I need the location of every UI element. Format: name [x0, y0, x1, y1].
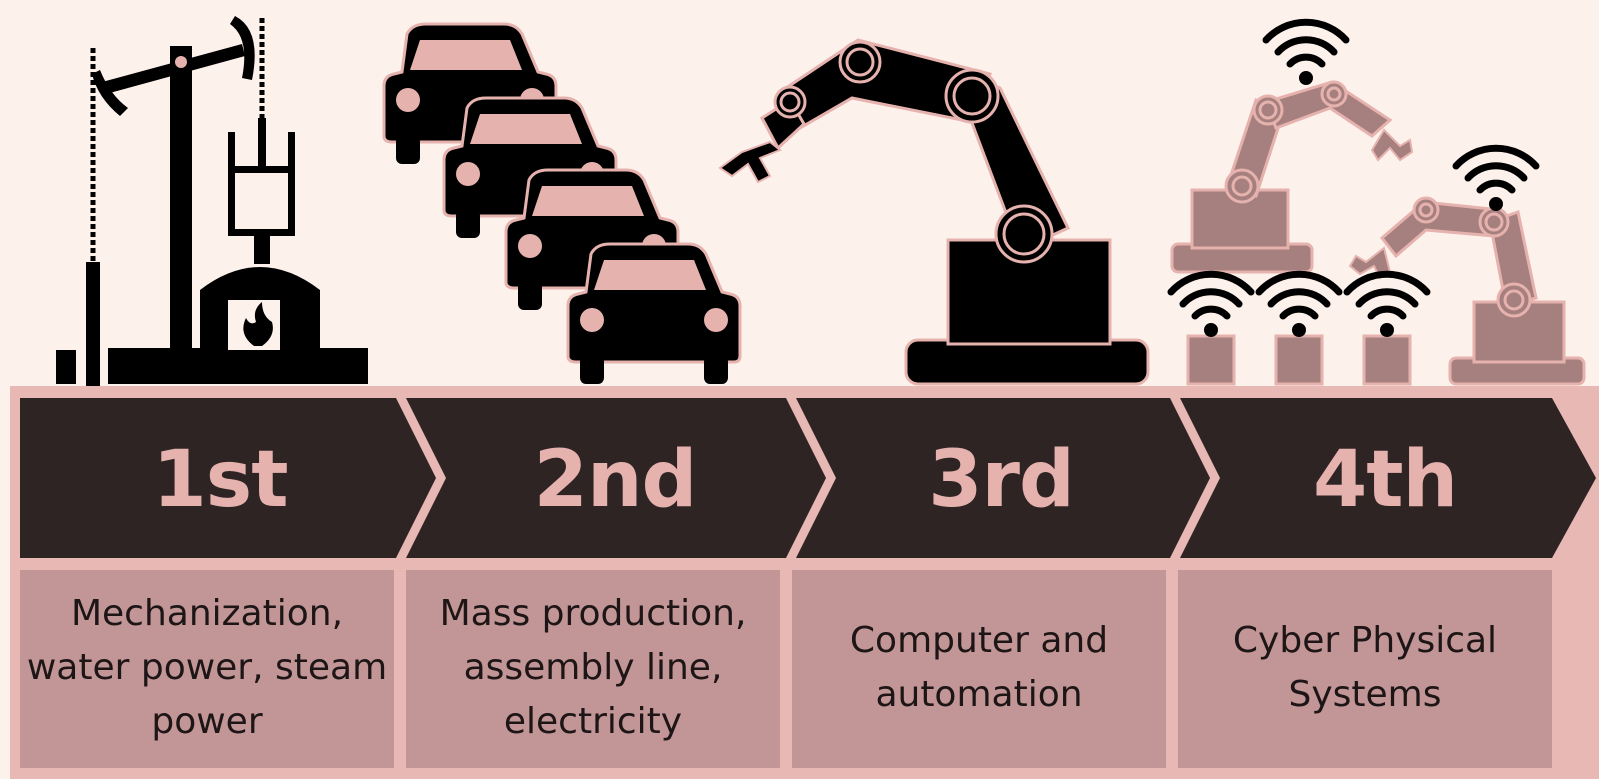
wifi-icon: [1255, 270, 1343, 337]
chevron-arrow-4: [1180, 398, 1596, 558]
connected-robots-wifi-icon: [1170, 80, 1586, 386]
robot-arm-icon: [718, 38, 1150, 386]
wifi-icon: [1343, 270, 1431, 337]
stage-label: 4th: [1312, 435, 1458, 525]
stage-label: 3rd: [928, 435, 1075, 525]
stage-description: Computer and automation: [849, 620, 1109, 715]
wifi-icon: [1262, 18, 1350, 85]
description-box-3: [792, 570, 1166, 768]
description-box-4: [1178, 570, 1552, 768]
oil-pump-steam-engine-icon: [56, 16, 368, 390]
chevron-arrow-1: [20, 398, 436, 558]
stage-description: Cyber Physical Systems: [1232, 620, 1498, 715]
chevron-arrow-2: [406, 398, 826, 558]
stage-label: 1st: [152, 435, 289, 525]
wifi-icon: [1452, 144, 1540, 211]
chevron-arrow-3: [796, 398, 1210, 558]
description-box-2: [406, 570, 780, 768]
wifi-icon: [1167, 270, 1255, 337]
assembly-line-cars-icon: [382, 22, 742, 384]
stage-description: Mechanization, water power, steam power: [26, 593, 388, 742]
description-box-1: [20, 570, 394, 768]
stage-label: 2nd: [533, 435, 698, 525]
stage-description: Mass production, assembly line, electric…: [439, 593, 747, 742]
